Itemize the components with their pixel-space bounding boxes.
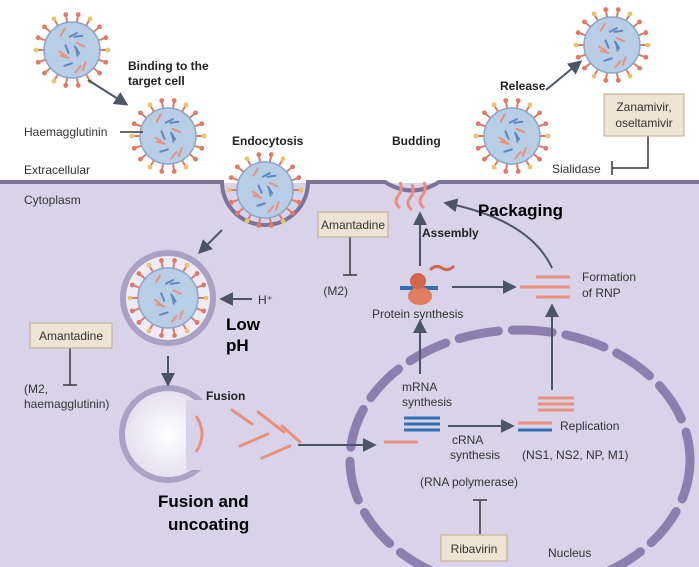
inhibitor-lines [63, 131, 649, 534]
pathway-arrows [87, 60, 583, 452]
label-low-ph-1: Low [226, 315, 261, 334]
virus-endosome [127, 258, 209, 338]
label-fusion-uncoating-2: uncoating [168, 515, 249, 534]
label-replication: Replication [560, 419, 619, 433]
label-budding: Budding [392, 134, 441, 148]
drug-box-amantadine-top [317, 211, 389, 238]
drug-oseltamivir: oseltamivir [615, 116, 672, 130]
label-m2-a: (M2) [323, 284, 348, 298]
virus-attached [129, 98, 207, 174]
label-fusion: Fusion [206, 389, 245, 403]
arrow-binding [87, 79, 129, 106]
label-mrna-2: synthesis [402, 395, 452, 409]
label-h-plus: H⁺ [258, 293, 273, 307]
label-fusion-uncoating-1: Fusion and [158, 492, 249, 511]
label-crna-2: synthesis [450, 448, 500, 462]
drug-amantadine-top: Amantadine [321, 218, 385, 232]
fusion-vesicle [119, 385, 302, 483]
label-protein-synthesis: Protein synthesis [372, 307, 463, 321]
label-m2-b-1: (M2, [24, 382, 48, 396]
label-nucleus: Nucleus [548, 546, 591, 560]
drug-box-amantadine-left [29, 322, 113, 349]
drug-ribavirin: Ribavirin [451, 542, 498, 556]
drug-amantadine-left: Amantadine [39, 329, 103, 343]
replication-lines [518, 396, 574, 432]
ribosome [400, 264, 456, 305]
arrow-release [545, 60, 583, 91]
label-binding-1: Binding to the [128, 59, 209, 73]
virus-binding [33, 12, 111, 88]
virus-endocytosis [226, 152, 304, 228]
label-assembly: Assembly [422, 226, 479, 240]
label-formation-2: of RNP [582, 286, 621, 300]
virus-particles [33, 7, 651, 338]
budding-rnp [394, 181, 427, 212]
label-formation-1: Formation [582, 270, 636, 284]
arrow-to-endosome [198, 229, 223, 254]
label-release: Release [500, 79, 546, 93]
virus-released [573, 7, 651, 83]
label-packaging: Packaging [478, 201, 563, 220]
arrow-packaging [443, 198, 553, 269]
label-sialidase: Sialidase [552, 162, 601, 176]
virus-budded [473, 98, 551, 174]
label-replication-proteins: (NS1, NS2, NP, M1) [522, 448, 628, 462]
label-endocytosis: Endocytosis [232, 134, 304, 148]
label-haemagglutinin: Haemagglutinin [24, 125, 107, 139]
drug-box-ribavirin [440, 534, 508, 562]
label-low-ph-2: pH [226, 336, 249, 355]
nuclear-envelope [345, 325, 695, 567]
label-crna-1: cRNA [452, 433, 483, 447]
label-rna-polymerase: (RNA polymerase) [420, 475, 518, 489]
mrna-lines [384, 416, 440, 444]
label-binding-2: target cell [128, 74, 185, 88]
label-extracellular: Extracellular [24, 163, 90, 177]
label-cytoplasm: Cytoplasm [24, 193, 81, 207]
drug-zanamivir: Zanamivir, [616, 100, 671, 114]
rnp-lines [520, 275, 570, 299]
label-mrna-1: mRNA [402, 380, 437, 394]
label-m2-b-2: haemagglutinin) [24, 397, 109, 411]
drug-box-zanamivir [603, 93, 685, 137]
